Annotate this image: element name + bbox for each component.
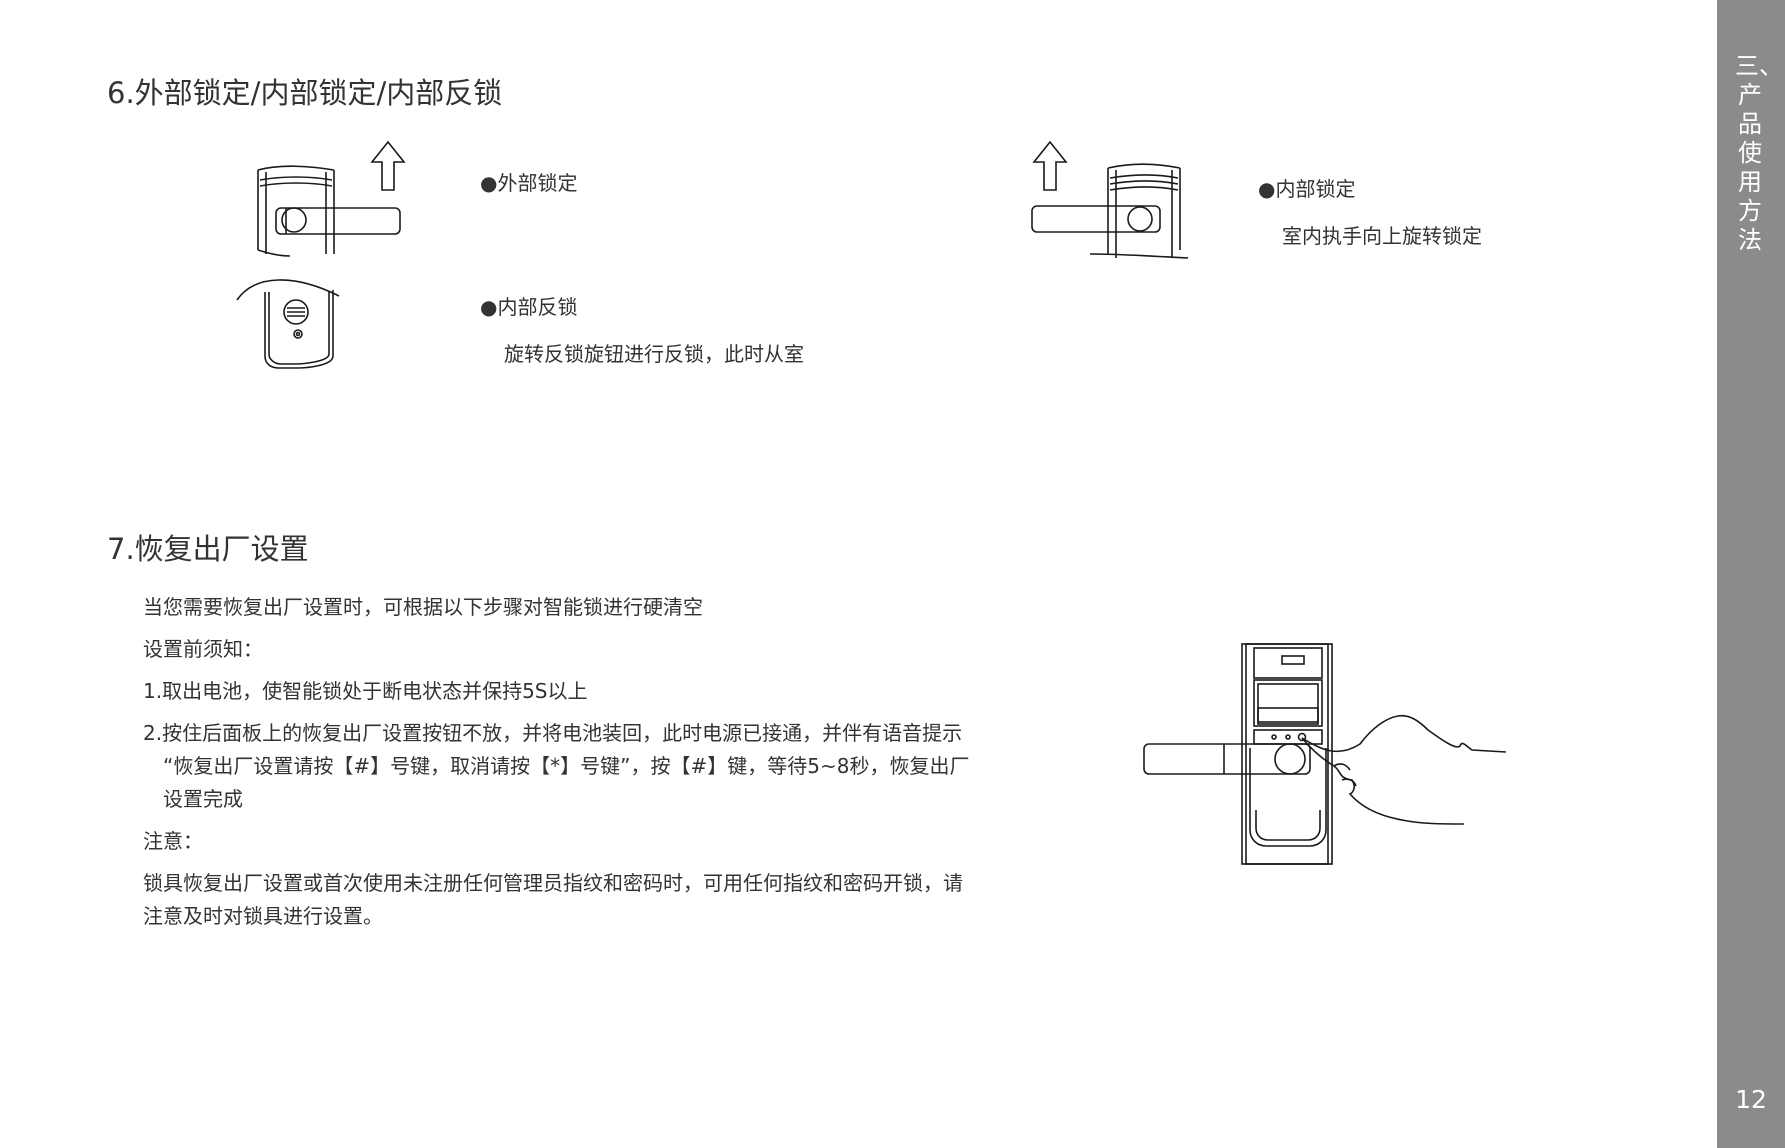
sidebar-title: 三、产品使用方法 <box>1735 52 1783 254</box>
step-1: 1.取出电池，使智能锁处于断电状态并保持5S以上 <box>143 679 588 703</box>
inner-deadlock-label: ●内部反锁 <box>480 295 578 319</box>
inner-lock-desc: 室内执手向上旋转锁定 <box>1282 224 1482 248</box>
note-label: 注意： <box>143 829 203 853</box>
step-2-line-2: “恢复出厂设置请按【#】号键，取消请按【*】号键”，按【#】键，等待5~8秒，恢… <box>163 754 970 778</box>
sidebar <box>1717 0 1785 1148</box>
page-number: 12 <box>1735 1085 1767 1114</box>
section-6-heading: 6.外部锁定/内部锁定/内部反锁 <box>107 76 503 110</box>
inner-deadlock-desc: 旋转反锁旋钮进行反锁，此时从室 <box>504 342 804 366</box>
external-lock-label: ●外部锁定 <box>480 171 578 195</box>
step-2-line-3: 设置完成 <box>163 787 243 811</box>
section-7-heading: 7.恢复出厂设置 <box>107 532 309 566</box>
factory-reset-illustration <box>1143 643 1507 865</box>
step-2-line-1: 2.按住后面板上的恢复出厂设置按钮不放，并将电池装回，此时电源已接通，并伴有语音… <box>143 721 963 745</box>
note-line-2: 注意及时对锁具进行设置。 <box>143 904 383 928</box>
external-lock-illustration <box>257 140 406 257</box>
inner-deadlock-illustration <box>236 279 340 369</box>
prereq-label: 设置前须知： <box>143 637 263 661</box>
note-line-1: 锁具恢复出厂设置或首次使用未注册任何管理员指纹和密码时，可用任何指纹和密码开锁，… <box>143 871 963 895</box>
reset-intro: 当您需要恢复出厂设置时，可根据以下步骤对智能锁进行硬清空 <box>143 595 703 619</box>
inner-lock-illustration <box>1031 140 1189 259</box>
inner-lock-label: ●内部锁定 <box>1258 177 1356 201</box>
